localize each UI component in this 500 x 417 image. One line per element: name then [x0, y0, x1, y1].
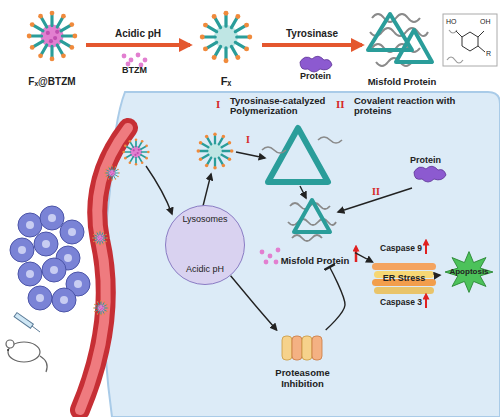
flow-arrow: [86, 43, 190, 47]
structure-inset: [443, 14, 497, 66]
micelle-node: Fₓ@BTZM: [18, 2, 86, 88]
micelle-node: Fₓ: [190, 2, 262, 88]
tumor-cluster: [10, 206, 90, 312]
polymer-fibers: [262, 137, 342, 153]
annotation-label: I: [246, 134, 250, 145]
release-arrow: [203, 174, 211, 206]
protein-blob: [300, 56, 332, 72]
uptake-arrow: [146, 166, 172, 214]
polymer-network: [268, 128, 328, 182]
annotation-label: Tyrosinase-catalyzed Polymerization: [230, 96, 338, 117]
lysosome-circle: LysosomesAcidic pH: [165, 205, 245, 285]
flow-arrow: [262, 43, 362, 47]
node-text: Misfold Protein: [368, 77, 437, 87]
flow-arrow: [355, 253, 372, 262]
annotation-label: I: [216, 98, 220, 110]
proteasome: [282, 336, 322, 360]
apoptosis-node: Apoptosis: [440, 250, 498, 294]
blood-vessel-lumen: [80, 128, 128, 410]
polymerization-arrow: [236, 152, 265, 158]
annotation-label: R: [486, 50, 491, 58]
blood-vessel: [80, 128, 128, 410]
empty-micelle: [200, 11, 252, 63]
misfold-node: Misfold Protein: [275, 195, 355, 267]
misfold-cluster: [288, 200, 336, 241]
micelle: [93, 300, 109, 316]
node-text: ER Stress: [383, 274, 426, 284]
annotation-label: BTZM: [122, 66, 147, 76]
cell-body: [103, 92, 500, 417]
tumor-nuclei: [18, 214, 82, 304]
edge-label: Acidic pH: [115, 28, 161, 39]
annotation-label: Caspase 9: [380, 244, 422, 253]
node-text: Fₓ@BTZM: [28, 76, 75, 87]
annotation-label: OH: [480, 18, 491, 26]
apoptosis-star: [445, 252, 493, 293]
drug-micelle: [27, 11, 78, 62]
syringe: [14, 313, 40, 332]
node-text: Proteasome Inhibition: [255, 368, 350, 389]
annotation-label: Protein: [410, 156, 441, 166]
protein-blob: [414, 166, 446, 182]
micelle: [92, 230, 108, 246]
micelle: [104, 165, 120, 181]
flow-arrow: [231, 276, 277, 330]
increase-arrow: [425, 296, 427, 308]
binding-arrow: [300, 186, 306, 198]
node-text: Misfold Protein: [281, 256, 350, 266]
mouse-icon: [6, 340, 47, 372]
annotation-label: Covalent reaction with proteins: [354, 96, 466, 117]
flow-arrow: [436, 274, 440, 276]
misfold-cluster: [368, 14, 432, 66]
node-text: Acidic pH: [186, 265, 224, 275]
er-membrane: [372, 263, 436, 294]
node-text: Lysosomes: [182, 215, 227, 225]
edge-label: Tyrosinase: [286, 28, 338, 39]
er-stress-node: ER Stress: [372, 262, 436, 296]
annotation-label: Caspase 3: [380, 298, 422, 307]
node-text: Fₓ: [221, 75, 232, 87]
drug-particles: [260, 248, 281, 265]
inhibition-connector: [326, 267, 345, 330]
annotation-label: Protein: [300, 72, 331, 82]
annotation-label: II: [372, 186, 380, 197]
increase-arrow: [425, 242, 427, 254]
annotation-label: II: [336, 98, 345, 110]
misfold-node: Misfold Protein: [362, 2, 442, 88]
micelle: [122, 138, 149, 165]
proteasome-node: Proteasome Inhibition: [255, 330, 350, 390]
empty-micelle: [197, 133, 234, 170]
increase-arrow: [355, 248, 358, 262]
annotation-label: HO: [446, 18, 457, 26]
node-text: Apoptosis: [449, 268, 488, 277]
